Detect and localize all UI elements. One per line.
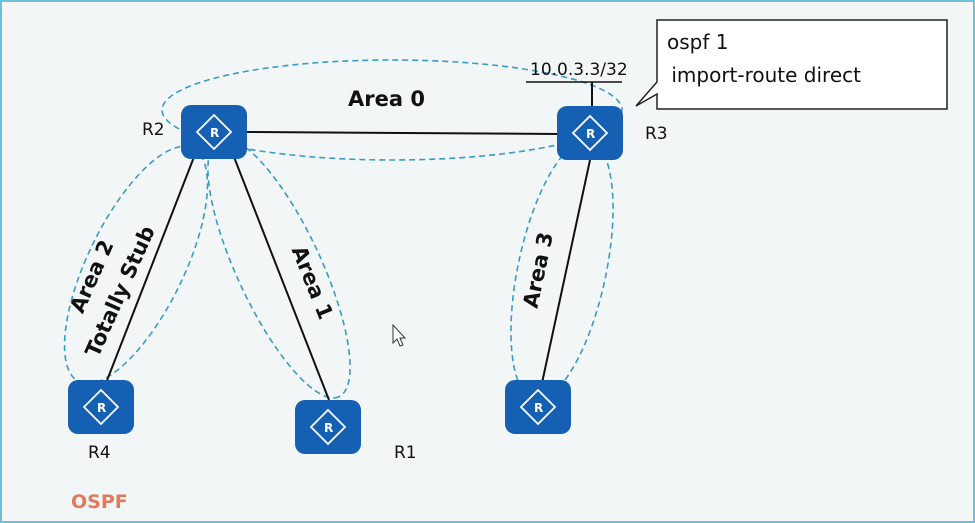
router-glyph: R [97,401,106,415]
router-glyph: R [586,127,595,141]
loopback-address: 10.0.3.3/32 [530,60,628,80]
area0-outline [161,59,623,161]
router-r1[interactable]: R [295,400,361,454]
router-label-r2: R2 [142,120,165,140]
router-glyph: R [324,421,333,435]
router-icon [505,380,571,434]
callout-box [635,19,948,110]
router-icon [181,105,247,159]
router-r2[interactable]: R [181,105,247,159]
router-r4[interactable]: R [68,380,134,434]
mouse-pointer-icon [392,323,407,347]
router-label-r1: R1 [394,443,417,463]
router-label-r4: R4 [88,443,111,463]
link-r2-r3 [246,131,560,135]
router-icon [557,106,623,160]
area3-label: Area 3 [519,230,558,310]
router-glyph: R [534,401,543,415]
link-r2-r1 [233,156,330,401]
router-icon [295,400,361,454]
router-r3[interactable]: R [557,106,623,160]
link-r3-r5 [541,159,591,384]
link-r2-r4 [105,156,195,384]
ospf-tag: OSPF [71,491,128,513]
area1-outline [207,137,351,399]
router-r5[interactable]: R [505,380,571,434]
area0-label: Area 0 [348,87,425,111]
router-label-r3: R3 [645,124,668,144]
callout-line1: ospf 1 [667,30,728,54]
area3-outline [510,139,614,401]
callout-line2: import-route direct [665,63,861,87]
router-icon [68,380,134,434]
router-glyph: R [210,126,219,140]
